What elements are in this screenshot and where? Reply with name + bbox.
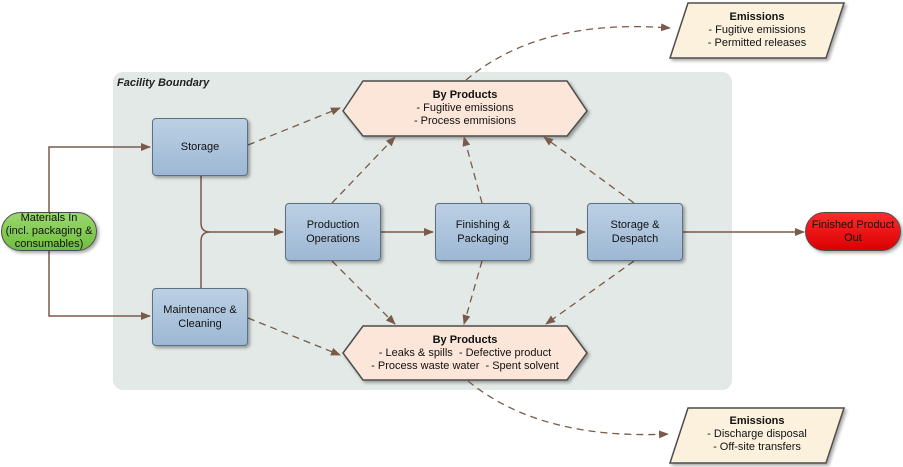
- byproducts-bottom-line: - Process waste water - Spent solvent: [371, 360, 559, 372]
- byproducts-top-text: By Products - Fugitive emissions - Proce…: [363, 89, 567, 128]
- emissions-top-text: Emissions - Fugitive emissions - Permitt…: [680, 11, 834, 50]
- finished-product-out-terminal: Finished Product Out: [805, 212, 901, 251]
- byproducts-bottom-title: By Products: [432, 334, 498, 346]
- emissions-bottom-shape: [668, 407, 846, 464]
- byproducts-bottom-line: - Leaks & spills - Defective product: [378, 347, 552, 359]
- flow-storage-to-byproducts: [247, 107, 341, 146]
- emissions-top-shape: [668, 2, 846, 59]
- emissions-top-line: - Fugitive emissions: [708, 24, 806, 36]
- process-finishing-packaging: Finishing & Packaging: [435, 203, 531, 261]
- byproducts-top-shape: [342, 80, 588, 137]
- emissions-bottom-text: Emissions - Discharge disposal - Off-sit…: [680, 415, 834, 454]
- process-maintenance-cleaning: Maintenance & Cleaning: [152, 288, 248, 346]
- emissions-top-line: - Permitted releases: [707, 37, 807, 49]
- byproducts-top-line: - Process emmisions: [413, 115, 517, 127]
- byproducts-top-line: - Fugitive emissions: [416, 102, 514, 114]
- process-storage-despatch: Storage & Despatch: [587, 203, 683, 261]
- facility-boundary-label: Facility Boundary: [117, 77, 210, 89]
- emissions-bottom-line: - Off-site transfers: [713, 441, 801, 453]
- byproducts-bottom-shape: [342, 325, 588, 381]
- flow-byproducts-to-emissions-top: [465, 23, 671, 81]
- byproducts-top-title: By Products: [432, 89, 498, 101]
- flow-materials-to-storage: [48, 143, 151, 212]
- process-production-operations: Production Operations: [285, 203, 381, 261]
- flow-maintenance-to-byproducts: [247, 317, 341, 356]
- flow-production-to-byproducts-top: [331, 136, 396, 204]
- flow-finishing-to-byproducts-bottom: [462, 260, 483, 325]
- emissions-bottom-title: Emissions: [729, 415, 785, 427]
- emissions-top-title: Emissions: [729, 11, 785, 23]
- flow-production-to-byproducts-bottom: [331, 260, 396, 325]
- flow-materials-to-maintenance: [48, 250, 151, 320]
- flow-maintenance-up: [200, 231, 211, 288]
- flow-finishing-to-byproducts-top: [462, 136, 483, 204]
- materials-in-terminal: Materials In (incl. packaging & consumab…: [1, 212, 97, 251]
- flow-byproducts-to-emissions-bottom: [467, 380, 669, 439]
- flow-despatch-to-byproducts-top: [543, 136, 635, 204]
- process-storage: Storage: [152, 118, 248, 176]
- flow-despatch-to-byproducts-bottom: [545, 260, 635, 325]
- byproducts-bottom-text: By Products - Leaks & spills - Defective…: [343, 334, 587, 373]
- emissions-bottom-line: - Discharge disposal: [707, 428, 807, 440]
- flow-storage-down: [200, 176, 284, 236]
